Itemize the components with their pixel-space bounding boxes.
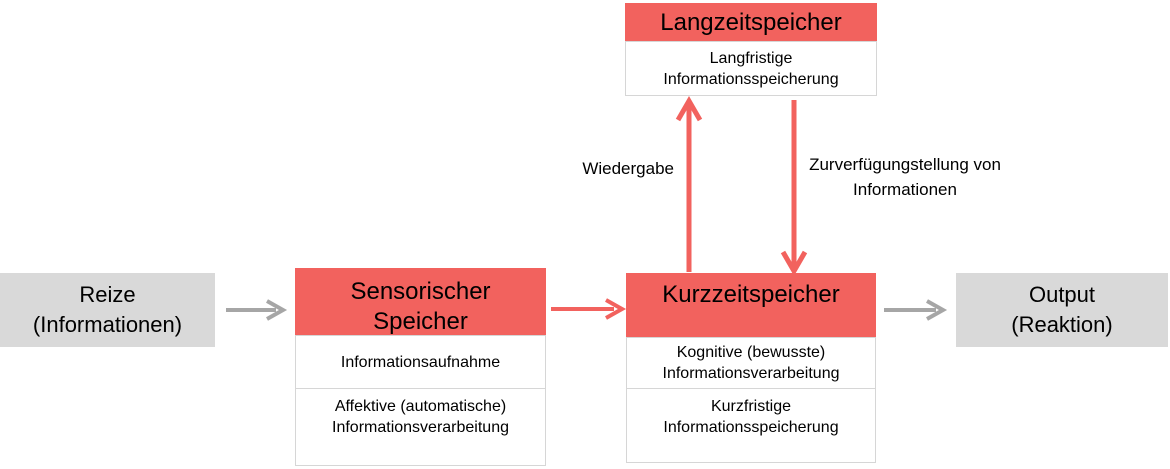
sensory-store-function-2: Affektive (automatische) Informationsver…: [295, 388, 546, 466]
reize-label-line2: (Informationen): [32, 312, 183, 337]
sensory-store-box: Sensorischer Speicher Informationsaufnah…: [295, 268, 546, 466]
long-term-store-function: Langfristige Informationsspeicherung: [625, 41, 877, 96]
sensory-store-header: Sensorischer Speicher: [295, 268, 546, 336]
short-term-store-function-2-line1: Kurzfristige: [710, 398, 792, 415]
arrow-shortterm-to-output: [884, 299, 948, 321]
sensory-store-header-line1: Sensorischer: [350, 278, 491, 305]
sensory-store-header-line2: Speicher: [373, 308, 468, 335]
reize-label-line1: Reize: [79, 282, 136, 307]
reize-box: Reize (Informationen): [0, 273, 215, 347]
wiedergabe-label-text: Wiedergabe: [582, 159, 674, 178]
short-term-store-header-text: Kurzzeitspeicher: [662, 281, 840, 308]
short-term-store-function-1-line1: Kognitive (bewusste): [676, 344, 826, 361]
sensory-store-function-2-line2: Informationsverarbeitung: [332, 419, 509, 436]
long-term-store-function-line2: Informationsspeicherung: [663, 70, 839, 88]
short-term-store-function-2-line2: Informationsspeicherung: [663, 419, 839, 436]
arrow-sensory-to-shortterm: [551, 298, 627, 320]
zurverfuegung-label-line1: Zurverfügungstellung von: [809, 155, 1001, 174]
output-label-line2: (Reaktion): [1011, 312, 1113, 337]
output-label-line1: Output: [1028, 282, 1096, 307]
arrow-reize-to-sensory: [226, 299, 288, 321]
short-term-store-function-1-line2: Informationsverarbeitung: [662, 365, 840, 382]
sensory-store-function-1: Informationsaufnahme: [295, 335, 546, 389]
long-term-store-function-line1: Langfristige: [709, 49, 793, 67]
short-term-store-function-2: Kurzfristige Informationsspeicherung: [626, 388, 876, 463]
arrow-shortterm-to-longterm: [675, 96, 703, 272]
long-term-store-box: Langzeitspeicher Langfristige Informatio…: [625, 3, 877, 96]
zurverfuegung-label: Zurverfügungstellung von Informationen: [797, 152, 1013, 202]
zurverfuegung-label-line2: Informationen: [853, 180, 957, 199]
sensory-store-function-2-line1: Affektive (automatische): [334, 398, 507, 415]
long-term-store-header: Langzeitspeicher: [625, 3, 877, 42]
short-term-store-header: Kurzzeitspeicher: [626, 273, 876, 338]
sensory-store-function-1-text: Informationsaufnahme: [340, 353, 501, 371]
long-term-store-header-text: Langzeitspeicher: [660, 8, 842, 36]
output-box: Output (Reaktion): [956, 273, 1168, 347]
short-term-store-box: Kurzzeitspeicher Kognitive (bewusste) In…: [626, 273, 876, 463]
wiedergabe-label: Wiedergabe: [556, 156, 674, 181]
short-term-store-function-1: Kognitive (bewusste) Informationsverarbe…: [626, 337, 876, 389]
